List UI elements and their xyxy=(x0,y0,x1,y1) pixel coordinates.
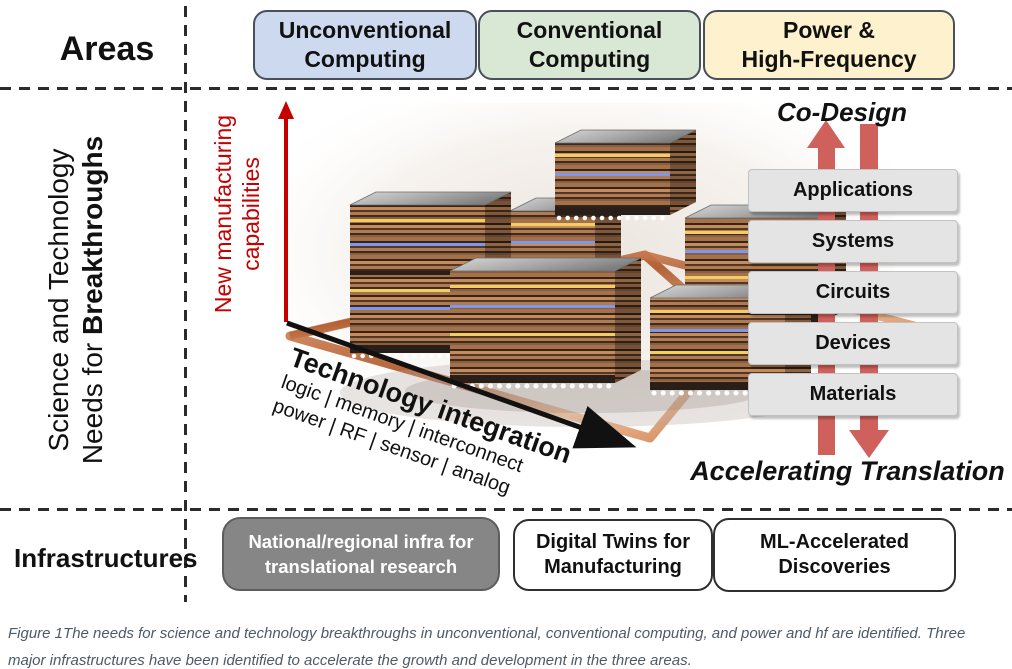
infra-box-national-regional: National/regional infra for translationa… xyxy=(222,517,500,591)
co-design-up-arrow-icon xyxy=(807,120,845,148)
area-label-line: High-Frequency xyxy=(741,46,917,72)
stack-box-label: Systems xyxy=(811,230,895,252)
stack-box-label: Circuits xyxy=(815,281,891,303)
stack-box-devices: Devices xyxy=(748,322,958,365)
infra-box-digital-twins: Digital Twins for Manufacturing xyxy=(513,519,713,591)
chip-stack xyxy=(449,257,642,389)
translation-down-arrow-icon xyxy=(849,430,889,458)
stack-box-label: Materials xyxy=(809,383,897,405)
stack-box-systems: Systems xyxy=(748,220,958,263)
area-label-line: Computing xyxy=(528,46,651,72)
stack-box-applications: Applications xyxy=(748,169,958,212)
figure-caption: Figure 1The needs for science and techno… xyxy=(8,620,1010,669)
area-power-high-frequency: Power & High-Frequency xyxy=(703,10,955,80)
infra-box-line: Manufacturing xyxy=(544,556,682,578)
divider-top-dashed xyxy=(0,87,1012,90)
x-axis-arrow xyxy=(286,320,637,449)
area-unconventional-computing: Unconventional Computing xyxy=(253,10,477,80)
side-label-line1: Science and Technology xyxy=(43,148,74,452)
y-axis-label-line1: New manufacturing xyxy=(210,114,236,314)
chip-scene-illustration xyxy=(275,101,937,449)
stack-box-materials: Materials xyxy=(748,373,958,416)
stack-box-label: Applications xyxy=(792,179,913,201)
accelerating-translation-label: Accelerating Translation xyxy=(690,456,1005,486)
area-label-line: Power & xyxy=(782,17,876,43)
infra-box-line: translational research xyxy=(264,556,458,577)
divider-bottom-dashed xyxy=(0,508,1012,511)
area-conventional-computing: Conventional Computing xyxy=(478,10,701,80)
y-axis-arrow xyxy=(278,101,294,322)
infra-box-line: Digital Twins for xyxy=(535,531,691,553)
infra-box-ml-accelerated: ML-Accelerated Discoveries xyxy=(713,518,956,592)
infra-box-line: National/regional infra for xyxy=(248,531,474,552)
side-label-line2-bold: Breakthroughs xyxy=(77,135,108,335)
infra-box-line: ML-Accelerated xyxy=(760,531,909,553)
infrastructures-row-label: Infrastructures xyxy=(14,543,198,573)
areas-row-label: Areas xyxy=(59,30,155,68)
section-label-science-technology-needs: Science and Technology Needs for Breakth… xyxy=(42,90,112,510)
figure-caption-line1: Figure 1The needs for science and techno… xyxy=(8,625,966,642)
co-design-label: Co-Design xyxy=(777,97,907,127)
figure-caption-line2: major infrastructures have been identifi… xyxy=(8,652,692,669)
area-label-line: Unconventional xyxy=(278,17,452,43)
side-label-line2-prefix: Needs for xyxy=(77,335,108,465)
area-label-line: Conventional xyxy=(516,17,663,43)
area-label-line: Computing xyxy=(304,46,426,72)
infra-box-line: Discoveries xyxy=(778,556,891,578)
stack-box-circuits: Circuits xyxy=(748,271,958,314)
stack-box-label: Devices xyxy=(815,332,891,354)
chip-stack-floating xyxy=(554,129,697,221)
divider-vertical-dashed xyxy=(184,6,187,602)
